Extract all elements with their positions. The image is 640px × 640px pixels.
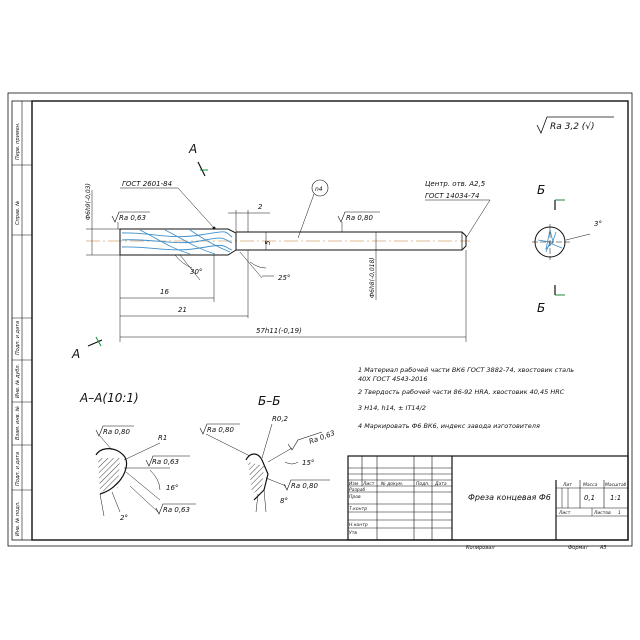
svg-text:Утв: Утв (349, 530, 357, 536)
svg-text:Разраб: Разраб (349, 487, 365, 493)
svg-text:0,1: 0,1 (584, 494, 595, 502)
svg-text:А3: А3 (599, 545, 607, 551)
svg-text:3°: 3° (594, 220, 602, 228)
dim-dia-right: Ф6h8(-0,018) (369, 232, 377, 300)
svg-text:Ф6h8(-0,018): Ф6h8(-0,018) (369, 257, 376, 298)
svg-text:Н.контр: Н.контр (349, 522, 368, 528)
svg-text:Лист: Лист (362, 481, 375, 487)
side-stamp-3: Подп. и дата (15, 321, 21, 355)
svg-text:ГОСТ 14034-74: ГОСТ 14034-74 (425, 192, 480, 200)
svg-text:А: А (71, 347, 80, 361)
svg-text:Лит: Лит (562, 482, 572, 488)
svg-text:n4: n4 (315, 186, 323, 193)
dim-dia-left: Ф6h9(-0,03) (85, 183, 120, 256)
svg-text:30°: 30° (190, 268, 202, 276)
note-1: 1 Материал рабочей части ВК6 ГОСТ 3882-7… (358, 366, 574, 374)
section-bb: Б–Б Ra 0,80 R0,2 Ra 0,63 15° Ra 0,80 8° (199, 394, 336, 513)
svg-text:Ra 0,63: Ra 0,63 (308, 429, 336, 446)
section-aa: А–А(10:1) Ra 0,80 R1 Ra 0,63 16° 2° Ra 0… (79, 391, 196, 522)
shank (236, 231, 467, 251)
side-stamp-6: Подп. и дата (15, 452, 21, 486)
svg-text:Копировал: Копировал (466, 545, 495, 551)
side-stamp-2: Справ. № (15, 201, 21, 225)
note-4: 4 Маркировать Ф6 ВК6, индекс завода изго… (358, 422, 540, 430)
gost-2601-leader: ГОСТ 2601-84 (120, 180, 216, 230)
svg-text:ГОСТ 2601-84: ГОСТ 2601-84 (122, 180, 172, 188)
dim-21: 21 (119, 250, 249, 322)
svg-text:Ra 0,80: Ra 0,80 (346, 214, 374, 222)
side-stamp-1: Перв. примен. (15, 122, 21, 160)
svg-text:Т.контр: Т.контр (349, 506, 367, 512)
svg-text:Лист: Лист (558, 510, 571, 516)
svg-text:16: 16 (160, 288, 169, 296)
drawing-name: Фреза концевая Ф6 (468, 493, 551, 502)
svg-text:R1: R1 (158, 434, 167, 442)
svg-text:Ф6h9(-0,03): Ф6h9(-0,03) (85, 183, 92, 220)
svg-text:Ra 0,80: Ra 0,80 (291, 482, 319, 490)
svg-text:Ra 3,2 (√): Ra 3,2 (√) (550, 121, 595, 132)
svg-text:21: 21 (178, 306, 187, 314)
section-bb-title: Б–Б (258, 394, 280, 408)
ra-063-main: Ra 0,63 (111, 211, 150, 229)
section-a-marks: А А (71, 142, 208, 361)
outer-frame (7, 92, 633, 547)
title-block: Изм Лист № докум. Подп. Дата Разраб Пров… (347, 455, 629, 551)
svg-text:5: 5 (264, 240, 272, 245)
side-stamp-4: Инв. № дубл. (15, 364, 21, 398)
general-roughness-symbol: Ra 3,2 (√) (536, 116, 614, 134)
technical-notes: 1 Материал рабочей части ВК6 ГОСТ 3882-7… (358, 366, 574, 430)
svg-text:2°: 2° (120, 514, 128, 522)
svg-text:8°: 8° (280, 497, 288, 505)
side-stamp-5: Взам. инв. № (15, 406, 21, 440)
note-3: 3 H14, h14, ± IT14/2 (358, 404, 426, 412)
center-hole-leader: Центр. отв. А2,5 ГОСТ 14034-74 (425, 180, 491, 239)
note-2: 2 Твердость рабочей части 86-92 HRA, хво… (358, 388, 565, 396)
working-part (119, 228, 237, 256)
dim-16: 16 (119, 255, 215, 302)
svg-text:25°: 25° (278, 274, 290, 282)
svg-text:Масштаб: Масштаб (605, 482, 627, 488)
svg-text:Дата: Дата (434, 481, 447, 487)
svg-text:Пров: Пров (349, 494, 361, 500)
svg-text:Ra 0,80: Ra 0,80 (207, 426, 235, 434)
svg-text:1:1: 1:1 (610, 494, 621, 502)
side-stamp-7: Инв. № подл. (15, 502, 21, 537)
ra-080-main: Ra 0,80 (337, 211, 380, 232)
note-1b: 40Х ГОСТ 4543-2016 (358, 375, 428, 383)
svg-text:Подп.: Подп. (416, 481, 430, 487)
svg-text:Центр. отв. А2,5: Центр. отв. А2,5 (425, 180, 486, 188)
svg-text:16°: 16° (166, 484, 178, 492)
svg-text:Ra 0,63: Ra 0,63 (152, 458, 179, 466)
svg-text:Масса: Масса (583, 482, 598, 488)
svg-text:Ra 0,80: Ra 0,80 (103, 428, 131, 436)
angle-30: 30° (174, 254, 202, 281)
section-aa-title: А–А(10:1) (79, 391, 139, 405)
svg-text:2: 2 (258, 203, 263, 211)
n4-marker: n4 (297, 179, 329, 239)
svg-text:Ra 0,63: Ra 0,63 (163, 506, 190, 514)
end-view-b: Б 3° Б (532, 183, 602, 315)
dim-57: 57h11(-0,19) (119, 250, 467, 342)
angle-25: 25° (239, 251, 290, 282)
side-stamp-column: Перв. примен. Справ. № Подп. и дата Инв.… (11, 100, 33, 541)
svg-text:Изм: Изм (349, 481, 359, 487)
svg-text:1: 1 (618, 510, 621, 516)
inner-frame (31, 100, 629, 541)
svg-text:А: А (188, 142, 197, 156)
svg-text:№ докум.: № докум. (380, 481, 403, 487)
svg-text:Листов: Листов (593, 510, 611, 516)
svg-text:Формат: Формат (568, 545, 589, 551)
svg-text:Б: Б (537, 183, 545, 197)
svg-text:R0,2: R0,2 (272, 415, 289, 423)
svg-text:Б: Б (537, 301, 545, 315)
svg-text:57h11(-0,19): 57h11(-0,19) (256, 327, 302, 335)
svg-text:15°: 15° (302, 459, 314, 467)
svg-text:Ra 0,63: Ra 0,63 (119, 214, 146, 222)
dim-2-5: 2 5 (228, 203, 272, 250)
